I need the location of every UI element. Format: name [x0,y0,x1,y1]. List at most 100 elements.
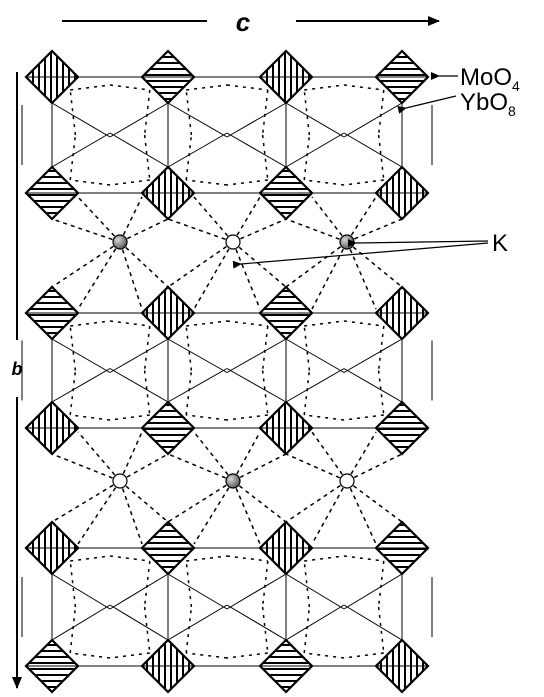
dotted-bond [143,370,151,416]
dotted-bond [303,134,311,181]
dotted-bond [143,325,151,371]
dotted-bond [261,325,269,371]
svg-text:MoO4: MoO4 [460,64,520,94]
label-moo4: MoO4 [431,64,520,94]
k-atom [339,234,355,250]
k-o-bond [285,218,348,243]
dotted-bond [304,652,345,659]
k-label: K [492,230,508,257]
dotted-bond [186,652,228,659]
dotted-bond [377,325,385,371]
b-axis: b [12,72,23,689]
dotted-bond [109,652,150,659]
k-o-bond [51,241,121,288]
dotted-bond [261,134,269,181]
dotted-bond [303,89,311,136]
dotted-bond [261,370,269,416]
k-o-bond [311,196,348,243]
mo-o-dotted-bonds [69,84,385,659]
polyhedron-edge [343,573,403,610]
dotted-bond [143,89,151,136]
dotted-bond [109,414,150,421]
k-o-bond [311,241,348,310]
dotted-bond [69,325,77,371]
k-o-bond [119,480,143,545]
polyhedron-edge [285,368,345,403]
k-o-bond [77,480,121,545]
k-atom [225,473,241,489]
dotted-bond [185,370,193,416]
k-pointer-1 [347,239,489,248]
k-o-bond [232,453,287,482]
dotted-bond [226,179,268,186]
dotted-bond [303,325,311,371]
polyhedron-edge [167,132,228,168]
dotted-bond [186,320,228,327]
dotted-bond [70,414,111,421]
yb-polyhedron-edges [21,76,433,667]
dotted-bond [70,555,111,562]
ybo8-label-base: YbO [460,89,508,116]
dotted-bond [69,370,77,416]
k-o-bond [285,241,348,288]
label-ybo8: YbO8 [397,89,516,119]
dotted-bond [261,89,269,136]
k-atom [112,234,128,250]
dotted-bond [143,560,151,608]
polyhedron-edge [167,573,228,610]
k-o-bond [311,431,348,482]
k-o-bond [232,431,261,482]
dotted-bond [226,414,268,421]
dotted-bond [261,560,269,608]
k-o-bond [346,480,403,523]
dotted-bond [303,560,311,608]
dotted-bond [343,652,384,659]
dotted-bond [70,320,111,327]
k-o-bond [193,241,234,310]
dotted-bond [69,134,77,181]
k-o-bond [232,218,287,243]
dotted-bond [70,179,111,186]
dotted-bond [304,320,345,327]
dotted-bond [109,555,150,562]
k-o-bond [193,480,234,545]
polyhedron-edge [51,604,111,641]
polyhedron-edge [109,338,169,373]
dotted-bond [343,179,384,186]
k-o-bond [285,453,348,482]
dotted-bond [185,134,193,181]
polyhedron-edge [285,338,345,373]
k-o-bond [346,453,403,482]
k-o-bond [77,196,121,243]
dotted-bond [143,606,151,654]
dotted-bond [304,414,345,421]
dotted-bond [109,179,150,186]
dotted-bond [226,555,268,562]
dotted-bond [226,84,268,91]
polyhedron-edge [285,132,345,168]
k-atoms [112,234,355,489]
polyhedron-edge [285,573,345,610]
polyhedron-edge [343,132,403,168]
dotted-bond [377,370,385,416]
polyhedron-edge [343,338,403,373]
polyhedron-edge [109,102,169,138]
dotted-bond [186,84,228,91]
k-o-bond [167,241,234,288]
k-o-bond [232,480,261,545]
polyhedron-edge [109,368,169,403]
dotted-bond [303,606,311,654]
polyhedron-edge [226,338,287,373]
dotted-bond [109,84,150,91]
label-k: K [232,230,508,269]
dotted-bond [377,606,385,654]
k-o-bond [119,196,143,243]
polyhedron-edge [226,604,287,641]
k-o-bond [119,241,169,288]
dotted-bond [377,560,385,608]
b-axis-label: b [12,359,23,379]
dotted-bond [186,179,228,186]
k-o-bond [119,431,143,482]
polyhedron-edge [167,604,228,641]
